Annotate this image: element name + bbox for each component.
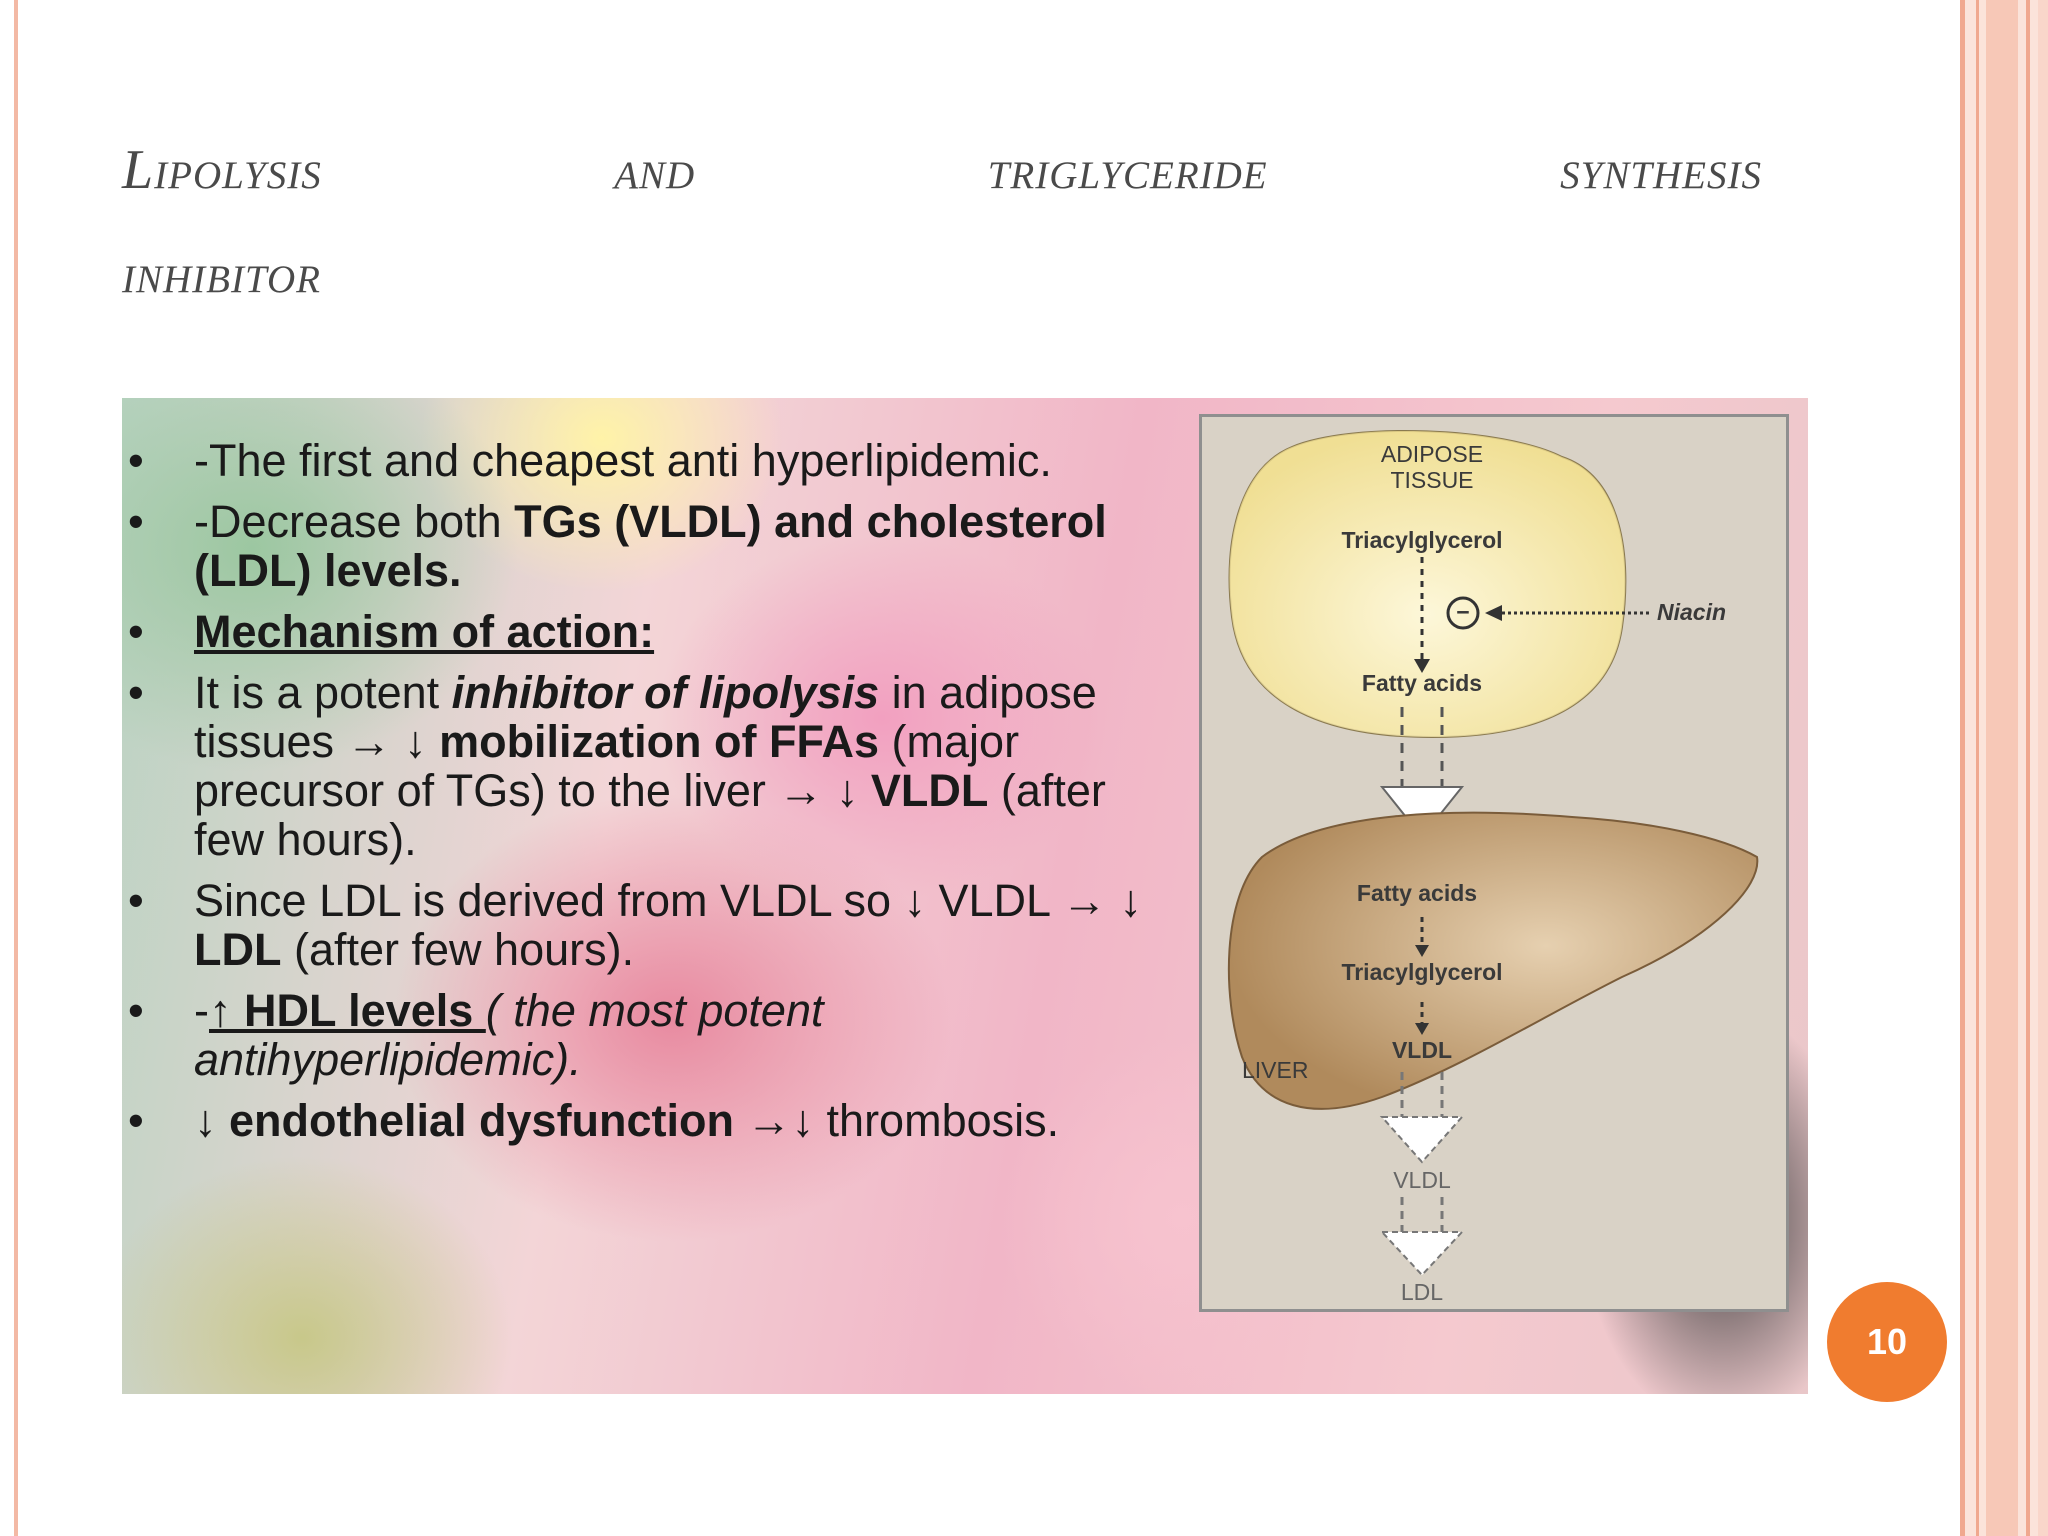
liver-shape (1227, 811, 1759, 1110)
liver-label: LIVER (1242, 1057, 1309, 1083)
page-number-badge: 10 (1827, 1282, 1947, 1402)
niacin-label: Niacin (1657, 599, 1727, 625)
title-word-2: and (614, 139, 696, 201)
niacin-mechanism-diagram: ADIPOSE TISSUE Triacylglycerol − Niacin … (1199, 414, 1789, 1312)
title-word-4: synthesis (1560, 139, 1762, 201)
bullet-7: ↓ endothelial dysfunction →↓ thrombosis. (122, 1096, 1142, 1145)
bullet-4: It is a potent inhibitor of lipolysis in… (122, 668, 1142, 864)
bullet-list: -The first and cheapest anti hyperlipide… (122, 436, 1142, 1157)
content-image: -The first and cheapest anti hyperlipide… (122, 398, 1808, 1394)
ldl-output-label: LDL (1400, 1279, 1444, 1305)
left-border-line (14, 0, 18, 1536)
adipose-tissue-label: ADIPOSE TISSUE (1380, 441, 1484, 493)
bullet-2: -Decrease both TGs (VLDL) and cholestero… (122, 497, 1142, 595)
bullet-3: Mechanism of action: (122, 607, 1142, 656)
triacylglycerol-adipose-label: Triacylglycerol (1341, 527, 1503, 553)
bullet-1: -The first and cheapest anti hyperlipide… (122, 436, 1142, 485)
triacylglycerol-liver-label: Triacylglycerol (1341, 959, 1503, 985)
slide-title: Lipolysis and triglyceride synthesis inh… (122, 118, 1762, 326)
fatty-acids-adipose-label: Fatty acids (1361, 670, 1483, 696)
title-line-2: inhibitor (122, 243, 321, 305)
diagram-graphics (1227, 430, 1759, 1277)
vldl-liver-label: VLDL (1391, 1037, 1453, 1063)
fatty-acids-liver-label: Fatty acids (1356, 880, 1478, 906)
title-word-1: Lipolysis (122, 139, 322, 201)
inhibition-circle-icon (1446, 596, 1480, 630)
vldl-output-label: VLDL (1393, 1167, 1451, 1193)
right-decorative-border (1960, 0, 2048, 1536)
title-word-3: triglyceride (987, 139, 1268, 201)
bullet-6: -↑ HDL levels ( the most potent antihype… (122, 986, 1142, 1084)
bullet-5: Since LDL is derived from VLDL so ↓ VLDL… (122, 876, 1142, 974)
inhibit-symbol: − (1456, 599, 1470, 625)
